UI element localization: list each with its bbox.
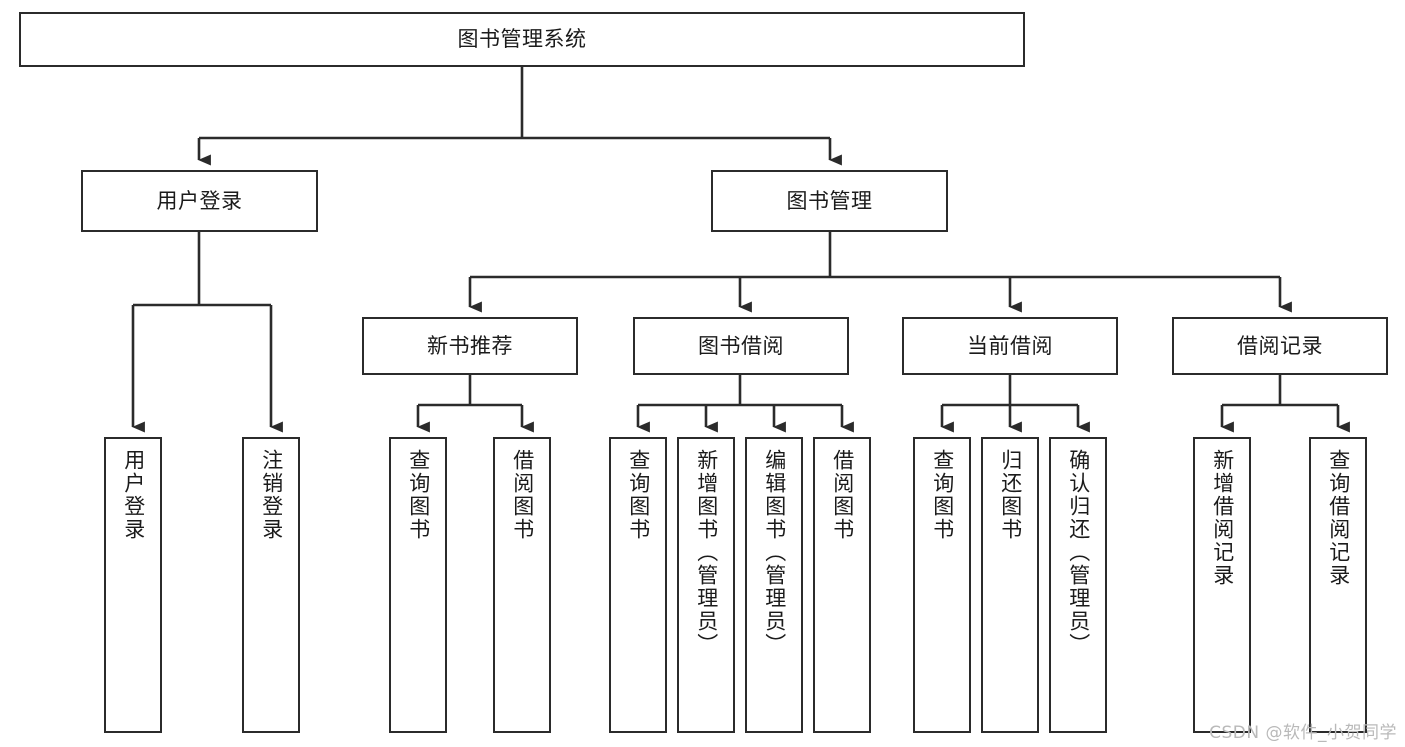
- node-leaf-add-book[interactable]: 新增图书（管理员）: [677, 437, 735, 733]
- node-label-user-login: 用户登录: [156, 188, 243, 213]
- node-label-borrow-record: 借阅记录: [1237, 333, 1323, 358]
- node-label-book-manage: 图书管理: [786, 188, 873, 213]
- node-leaf-confirm-return[interactable]: 确认归还（管理员）: [1049, 437, 1107, 733]
- node-label-leaf-add-record: 新增借阅记录: [1210, 449, 1235, 587]
- node-label-leaf-confirm-return: 确认归还（管理员）: [1066, 449, 1091, 656]
- node-label-current-borrow: 当前借阅: [967, 333, 1053, 358]
- node-leaf-edit-book[interactable]: 编辑图书（管理员）: [745, 437, 803, 733]
- node-label-leaf-edit-book: 编辑图书（管理员）: [762, 449, 787, 656]
- node-book-manage[interactable]: 图书管理: [711, 170, 948, 232]
- node-label-leaf-user-login: 用户登录: [121, 449, 146, 541]
- node-leaf-return-book[interactable]: 归还图书: [981, 437, 1039, 733]
- csdn-watermark: CSDN @软件_小贺同学: [1209, 723, 1397, 743]
- node-label-root: 图书管理系统: [457, 27, 587, 52]
- node-leaf-query-record[interactable]: 查询借阅记录: [1309, 437, 1367, 733]
- node-leaf-logout-login[interactable]: 注销登录: [242, 437, 300, 733]
- node-label-leaf-query-book-3: 查询图书: [930, 449, 955, 541]
- node-label-leaf-borrow-book-1: 借阅图书: [510, 449, 535, 541]
- node-label-leaf-query-book-1: 查询图书: [406, 449, 431, 541]
- node-leaf-user-login[interactable]: 用户登录: [104, 437, 162, 733]
- node-leaf-query-book-1[interactable]: 查询图书: [389, 437, 447, 733]
- node-current-borrow[interactable]: 当前借阅: [902, 317, 1118, 375]
- node-leaf-borrow-book-1[interactable]: 借阅图书: [493, 437, 551, 733]
- node-leaf-query-book-2[interactable]: 查询图书: [609, 437, 667, 733]
- node-book-borrow[interactable]: 图书借阅: [633, 317, 849, 375]
- node-label-leaf-query-record: 查询借阅记录: [1326, 449, 1351, 587]
- node-borrow-record[interactable]: 借阅记录: [1172, 317, 1388, 375]
- node-root-system[interactable]: 图书管理系统: [19, 12, 1025, 67]
- node-label-leaf-return-book: 归还图书: [998, 449, 1023, 541]
- node-user-login[interactable]: 用户登录: [81, 170, 318, 232]
- node-label-book-borrow: 图书借阅: [698, 333, 784, 358]
- node-leaf-borrow-book-2[interactable]: 借阅图书: [813, 437, 871, 733]
- node-label-leaf-query-book-2: 查询图书: [626, 449, 651, 541]
- node-leaf-query-book-3[interactable]: 查询图书: [913, 437, 971, 733]
- node-new-book-recommend[interactable]: 新书推荐: [362, 317, 578, 375]
- node-leaf-add-record[interactable]: 新增借阅记录: [1193, 437, 1251, 733]
- node-label-leaf-add-book: 新增图书（管理员）: [694, 449, 719, 656]
- node-label-new-book-recommend: 新书推荐: [427, 333, 513, 358]
- node-label-leaf-logout-login: 注销登录: [259, 449, 284, 541]
- node-label-leaf-borrow-book-2: 借阅图书: [830, 449, 855, 541]
